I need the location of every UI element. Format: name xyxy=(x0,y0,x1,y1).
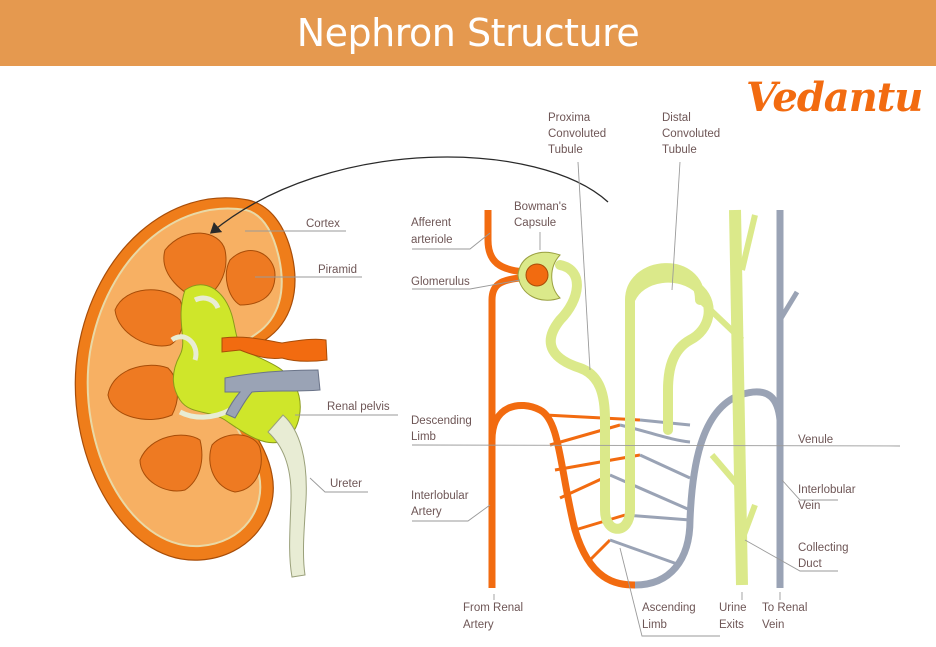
label-from-renal-artery-2: Artery xyxy=(463,619,494,631)
kidney-pyramids xyxy=(107,232,276,493)
label-glomerulus: Glomerulus xyxy=(411,276,470,288)
pyramid xyxy=(139,434,203,492)
label-venule: Venule xyxy=(798,434,833,446)
pyramid xyxy=(225,250,276,306)
label-distal-2: Convoluted xyxy=(662,128,720,140)
label-proximal: Proxima xyxy=(548,112,591,124)
afferent-arteriole xyxy=(484,210,526,276)
label-to-renal-vein-2: Vein xyxy=(762,619,784,631)
label-from-renal-artery: From Renal xyxy=(463,602,523,614)
leader-lines xyxy=(245,161,901,637)
efferent-loop xyxy=(488,401,636,589)
label-afferent: Afferent xyxy=(411,217,452,229)
label-descending: Descending xyxy=(411,415,472,427)
header-banner: Nephron Structure xyxy=(0,0,936,66)
zoom-arrow xyxy=(209,156,609,234)
label-ascending-2: Limb xyxy=(642,619,667,631)
label-afferent-2: arteriole xyxy=(411,234,453,246)
kidney-cross-section xyxy=(74,197,328,578)
label-distal: Distal xyxy=(662,112,691,124)
label-bowman-2: Capsule xyxy=(514,217,556,229)
label-collecting-duct: Collecting xyxy=(798,542,849,554)
interlobular-artery xyxy=(488,274,521,588)
label-interlobular-vein-2: Vein xyxy=(798,500,820,512)
collecting-duct xyxy=(729,209,748,586)
proximal-tubule xyxy=(545,260,705,534)
label-cortex: Cortex xyxy=(306,218,340,230)
pyramid xyxy=(209,434,262,493)
label-interlobular-artery-2: Artery xyxy=(411,506,442,518)
label-interlobular-vein: Interlobular xyxy=(798,484,856,496)
renal-artery xyxy=(221,336,328,362)
venous-loop xyxy=(634,388,784,589)
label-ascending: Ascending xyxy=(642,602,696,614)
renal-vein xyxy=(224,369,321,419)
diagram-labels: Cortex Piramid Renal pelvis Ureter Proxi… xyxy=(306,112,856,631)
label-renal-pelvis: Renal pelvis xyxy=(327,401,390,413)
page-title: Nephron Structure xyxy=(296,11,640,55)
label-to-renal-vein: To Renal xyxy=(762,602,807,614)
label-collecting-duct-2: Duct xyxy=(798,558,822,570)
nephron xyxy=(484,209,800,589)
label-interlobular-artery: Interlobular xyxy=(411,490,469,502)
label-pyramid: Piramid xyxy=(318,264,357,276)
label-urine-exits-2: Exits xyxy=(719,619,744,631)
ureter xyxy=(267,414,307,578)
label-proximal-3: Tubule xyxy=(548,144,583,156)
glomerulus xyxy=(525,263,549,287)
label-proximal-2: Convoluted xyxy=(548,128,606,140)
label-bowman: Bowman's xyxy=(514,201,567,213)
label-distal-3: Tubule xyxy=(662,144,697,156)
vedantu-logo: Vedantu xyxy=(746,74,923,121)
label-descending-2: Limb xyxy=(411,431,436,443)
label-ureter: Ureter xyxy=(330,478,362,490)
distal-tubule xyxy=(625,272,714,435)
pyramid xyxy=(163,232,227,301)
label-urine-exits: Urine xyxy=(719,602,746,614)
